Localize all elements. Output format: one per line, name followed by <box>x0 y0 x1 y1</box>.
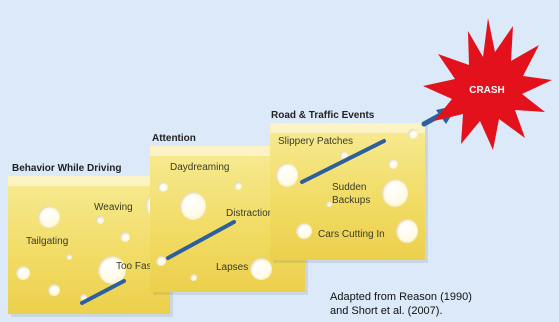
crash-burst-shape <box>423 18 552 150</box>
cheese-hole <box>158 182 168 192</box>
cheese-hole <box>156 256 166 266</box>
stage-item-weaving: Weaving <box>94 202 133 213</box>
cheese-hole <box>16 266 30 280</box>
stage-item-cars-cutting-in: Cars Cutting In <box>318 229 385 240</box>
stage-title-behavior: Behavior While Driving <box>12 163 122 174</box>
stage-item-slippery-patches: Slippery Patches <box>278 136 354 147</box>
cheese-hole <box>326 201 332 207</box>
cheese-hole <box>382 179 408 207</box>
trajectory-arrow <box>80 105 458 305</box>
cheese-hole <box>66 254 72 260</box>
slice-top-edge <box>270 123 425 133</box>
trajectory-segment-2 <box>166 220 236 260</box>
stage-item-sudden-backups: Sudden Backups <box>332 182 371 206</box>
cheese-hole <box>250 258 272 280</box>
stage-item-lapses: Lapses <box>216 262 249 273</box>
trajectory-segment-1 <box>80 279 126 305</box>
cheese-hole <box>396 219 418 243</box>
cheese-hole <box>190 274 197 281</box>
cheese-hole <box>96 216 104 224</box>
trajectory-segment-3 <box>300 139 386 184</box>
stage-title-attention: Attention <box>152 133 196 144</box>
cheese-hole <box>276 163 298 187</box>
cheese-hole <box>120 232 130 242</box>
cheese-hole <box>296 223 312 239</box>
cheese-hole <box>234 182 242 190</box>
stage-title-road-traffic: Road & Traffic Events <box>271 110 375 121</box>
crash-burst: CRASH <box>423 18 552 150</box>
slice-top-edge <box>150 146 305 156</box>
cheese-hole <box>98 256 126 284</box>
cheese-hole <box>80 294 87 301</box>
slice-top-edge <box>8 176 170 186</box>
source-credit: Adapted from Reason (1990) and Short et … <box>330 290 472 318</box>
source-credit-line-2: and Short et al. (2007). <box>330 305 443 317</box>
cheese-hole <box>38 206 60 228</box>
cheese-hole <box>48 284 60 296</box>
cheese-hole <box>388 159 398 169</box>
cheese-slice-behavior: Weaving Tailgating Too Fast <box>8 176 170 314</box>
crash-label: CRASH <box>469 85 505 96</box>
stage-item-too-fast: Too Fast <box>116 261 155 272</box>
stage-item-tailgating: Tailgating <box>26 236 69 247</box>
source-credit-line-1: Adapted from Reason (1990) <box>330 291 472 303</box>
stage-item-distraction: Distraction <box>226 208 274 219</box>
stage-item-daydreaming: Daydreaming <box>170 162 230 173</box>
cheese-hole <box>408 129 418 139</box>
cheese-hole <box>340 151 348 159</box>
cheese-hole <box>180 192 206 220</box>
cheese-slice-road-traffic: Slippery Patches Sudden Backups Cars Cut… <box>270 123 425 260</box>
